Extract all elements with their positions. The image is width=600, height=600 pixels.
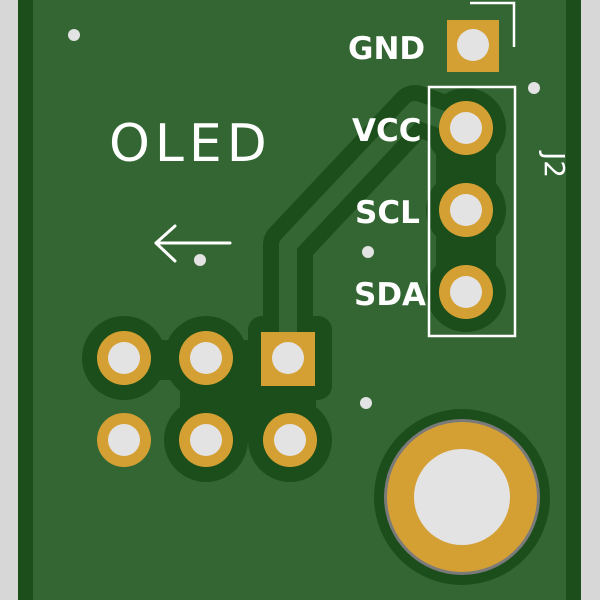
vias: [68, 29, 540, 409]
pin-label-gnd: GND: [348, 31, 426, 67]
pin-label-scl: SCL: [355, 195, 420, 231]
pin-label-vcc: VCC: [352, 113, 422, 149]
vcc-trace: [279, 101, 469, 358]
pin1-corner-mark: [470, 1, 516, 47]
j2-reference-label: J2: [538, 152, 571, 179]
pin-label-sda: SDA: [354, 277, 427, 313]
mounting-hole-drill: [414, 449, 510, 545]
j2-outline: [427, 85, 517, 338]
oled-silkscreen-label: OLED: [109, 114, 272, 174]
